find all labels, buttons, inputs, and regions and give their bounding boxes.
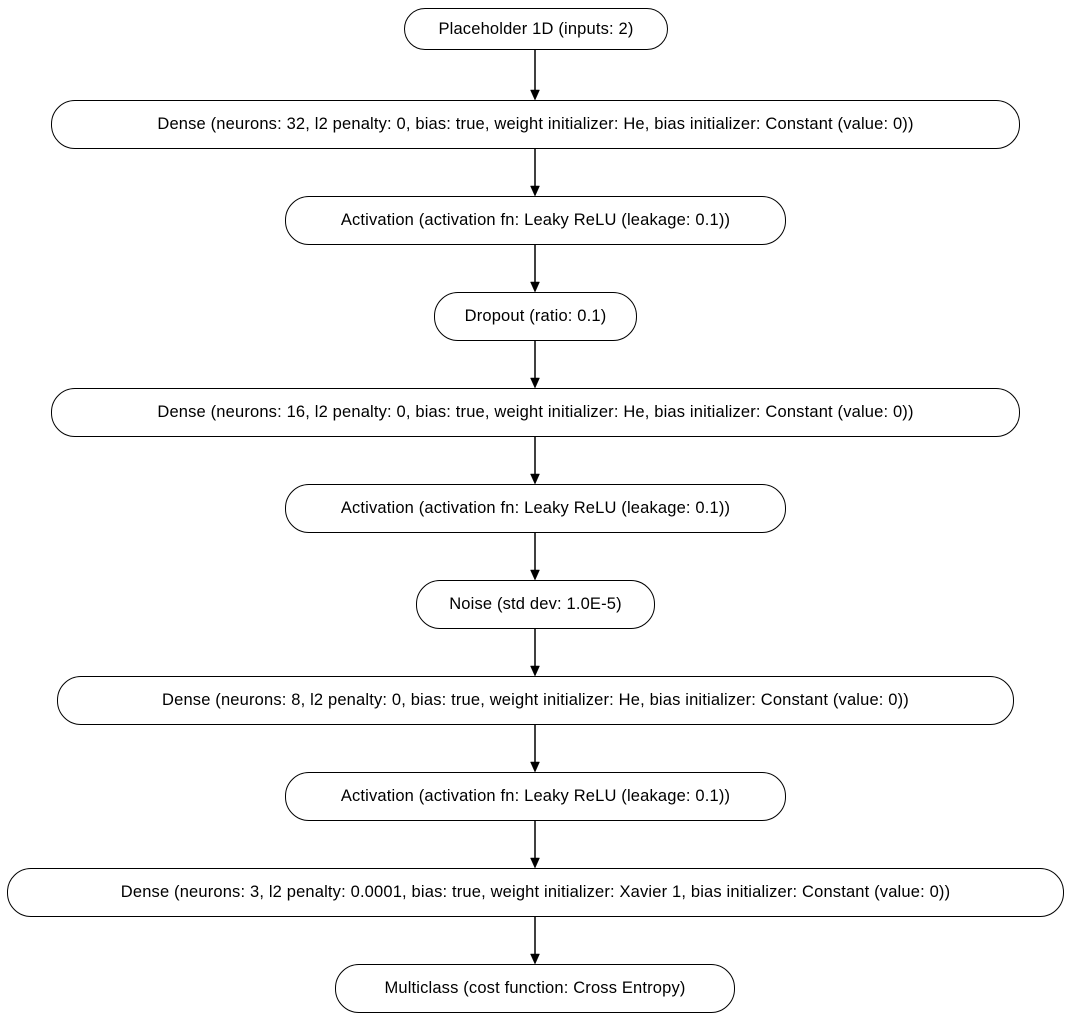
node-placeholder[interactable]: Placeholder 1D (inputs: 2)	[404, 8, 668, 50]
edge-dense-16-to-activation-2	[525, 437, 545, 485]
edge-placeholder-to-dense-32	[525, 50, 545, 101]
node-label-dense-3: Dense (neurons: 3, l2 penalty: 0.0001, b…	[120, 883, 951, 902]
node-label-activation-2: Activation (activation fn: Leaky ReLU (l…	[340, 499, 731, 518]
node-noise[interactable]: Noise (std dev: 1.0E-5)	[416, 580, 655, 629]
node-multiclass[interactable]: Multiclass (cost function: Cross Entropy…	[335, 964, 735, 1013]
node-label-multiclass: Multiclass (cost function: Cross Entropy…	[384, 979, 686, 998]
edge-activation-1-to-dropout	[525, 245, 545, 293]
edge-dense-32-to-activation-1	[525, 149, 545, 197]
edge-noise-to-dense-8	[525, 629, 545, 677]
node-dense-32[interactable]: Dense (neurons: 32, l2 penalty: 0, bias:…	[51, 100, 1020, 149]
node-label-placeholder: Placeholder 1D (inputs: 2)	[438, 19, 634, 38]
edge-dense-3-to-multiclass	[525, 917, 545, 965]
node-label-noise: Noise (std dev: 1.0E-5)	[449, 595, 622, 614]
node-activation-1[interactable]: Activation (activation fn: Leaky ReLU (l…	[285, 196, 786, 245]
node-activation-2[interactable]: Activation (activation fn: Leaky ReLU (l…	[285, 484, 786, 533]
node-label-dropout: Dropout (ratio: 0.1)	[464, 307, 607, 326]
node-dense-3[interactable]: Dense (neurons: 3, l2 penalty: 0.0001, b…	[7, 868, 1064, 917]
edge-dropout-to-dense-16	[525, 341, 545, 389]
node-label-dense-32: Dense (neurons: 32, l2 penalty: 0, bias:…	[157, 115, 914, 134]
node-label-activation-1: Activation (activation fn: Leaky ReLU (l…	[340, 211, 731, 230]
node-dense-8[interactable]: Dense (neurons: 8, l2 penalty: 0, bias: …	[57, 676, 1014, 725]
node-label-activation-3: Activation (activation fn: Leaky ReLU (l…	[340, 787, 731, 806]
node-label-dense-8: Dense (neurons: 8, l2 penalty: 0, bias: …	[162, 691, 909, 710]
edge-dense-8-to-activation-3	[525, 725, 545, 773]
node-dense-16[interactable]: Dense (neurons: 16, l2 penalty: 0, bias:…	[51, 388, 1020, 437]
node-label-dense-16: Dense (neurons: 16, l2 penalty: 0, bias:…	[157, 403, 914, 422]
node-activation-3[interactable]: Activation (activation fn: Leaky ReLU (l…	[285, 772, 786, 821]
edge-activation-2-to-noise	[525, 533, 545, 581]
node-dropout[interactable]: Dropout (ratio: 0.1)	[434, 292, 637, 341]
edge-activation-3-to-dense-3	[525, 821, 545, 869]
